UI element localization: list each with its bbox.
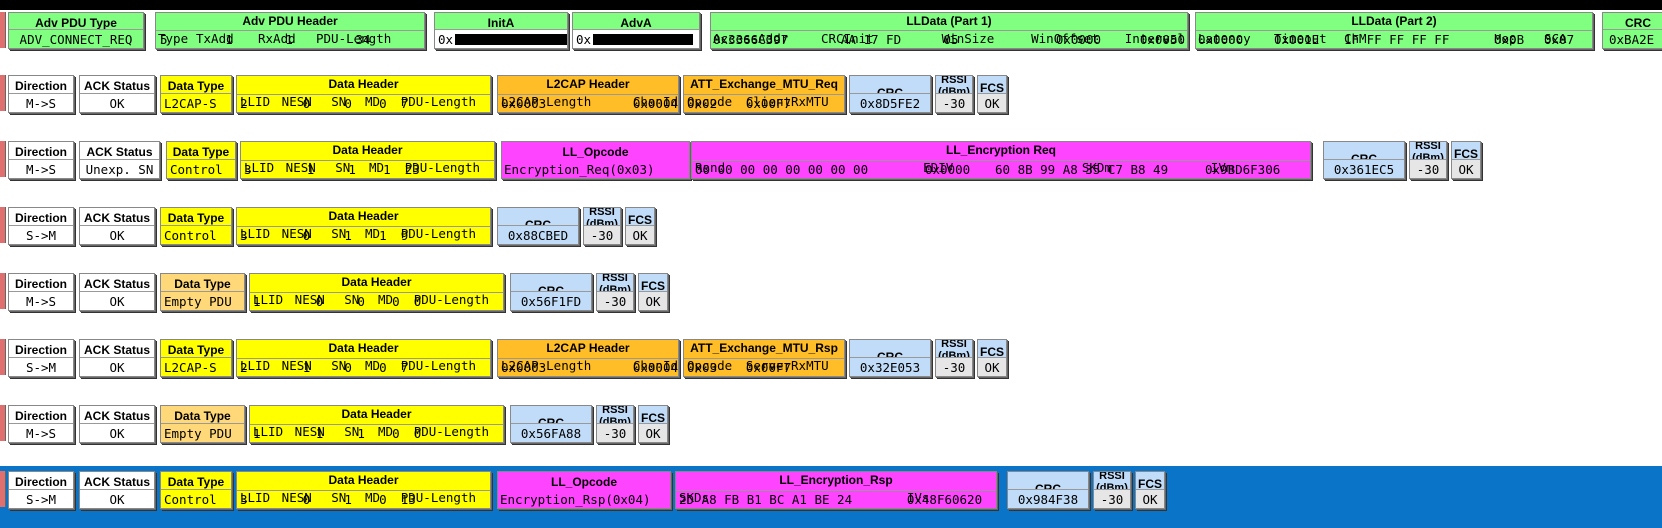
rssi-cell: RSSI(dBm)-30 bbox=[583, 207, 621, 245]
row-marker bbox=[0, 141, 6, 177]
rssi-cell: RSSI(dBm)-30 bbox=[596, 405, 634, 443]
row-marker bbox=[0, 405, 6, 441]
rssi-cell: RSSI(dBm)-30 bbox=[596, 273, 634, 311]
rssi-cell: RSSI(dBm)-30 bbox=[1093, 471, 1131, 509]
rssi-cell: RSSI(dBm)-30 bbox=[935, 75, 973, 113]
redacted-address bbox=[455, 33, 567, 45]
crc-cell: CRC0x88CBED bbox=[497, 207, 579, 245]
crc-cell: CRC0x984F38 bbox=[1007, 471, 1089, 509]
crc-cell: CRC0x32E053 bbox=[849, 339, 931, 377]
packet-row-adv-connect-req[interactable]: Adv PDU Type ADV_CONNECT_REQ Adv PDU Hea… bbox=[0, 10, 1662, 66]
top-toolbar-strip bbox=[0, 0, 1662, 10]
row-marker bbox=[0, 273, 6, 309]
adv-a: AdvA 0x bbox=[572, 12, 700, 49]
crc-cell: CRC0x361EC5 bbox=[1323, 141, 1405, 179]
init-a: InitA 0x bbox=[434, 12, 568, 49]
adv-pdu-type: Adv PDU Type ADV_CONNECT_REQ bbox=[8, 12, 144, 49]
row-marker bbox=[0, 471, 6, 507]
lldata-part-2: LLData (Part 2) Latency Timeout ChM Hop … bbox=[1195, 12, 1593, 49]
lldata-part-1: LLData (Part 1) AccessAddr CRCInit WinSi… bbox=[710, 12, 1188, 49]
rssi-cell: RSSI(dBm)-30 bbox=[935, 339, 973, 377]
row-marker bbox=[0, 12, 6, 48]
row-marker bbox=[0, 75, 6, 111]
crc-cell: CRC0x56F1FD bbox=[510, 273, 592, 311]
row-marker bbox=[0, 339, 6, 375]
adv-crc: CRC 0xBA2E bbox=[1602, 12, 1662, 49]
adv-pdu-header: Adv PDU Header Type TxAdd RxAdd PDU-Leng… bbox=[155, 12, 425, 49]
redacted-address bbox=[593, 33, 694, 45]
rssi-cell: RSSI(dBm)-30 bbox=[1409, 141, 1447, 179]
crc-cell: CRC0x56FA88 bbox=[510, 405, 592, 443]
crc-cell: CRC0x8D5FE2 bbox=[849, 75, 931, 113]
row-marker bbox=[0, 207, 6, 243]
